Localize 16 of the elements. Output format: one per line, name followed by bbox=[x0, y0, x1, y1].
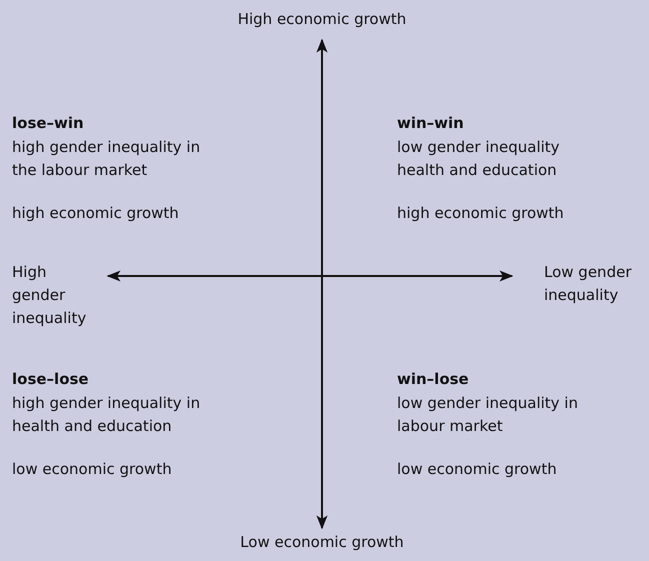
quadrant-text: low gender inequality health and education bbox=[397, 137, 561, 181]
quadrant-text: low economic growth bbox=[397, 459, 558, 480]
quadrant-text: high gender inequality in health and education bbox=[12, 393, 202, 437]
quadrant-text: low economic growth bbox=[12, 459, 173, 480]
axis-label: High economic growth bbox=[236, 9, 408, 30]
quadrant-text: high economic growth bbox=[397, 203, 565, 224]
quadrant-heading: lose–win bbox=[12, 113, 85, 134]
quadrant-heading: win–lose bbox=[397, 369, 470, 390]
quadrant-heading: lose–lose bbox=[12, 369, 90, 390]
quadrant-text: low gender inequality in labour market bbox=[397, 393, 579, 437]
axis-label: Low economic growth bbox=[239, 532, 405, 553]
axis-label: High gender inequality bbox=[12, 262, 88, 329]
quadrant-text: high gender inequality in the labour market bbox=[12, 137, 202, 181]
quadrant-text: high economic growth bbox=[12, 203, 180, 224]
axis-label: Low gender inequality bbox=[544, 262, 632, 306]
quadrant-heading: win–win bbox=[397, 113, 465, 134]
